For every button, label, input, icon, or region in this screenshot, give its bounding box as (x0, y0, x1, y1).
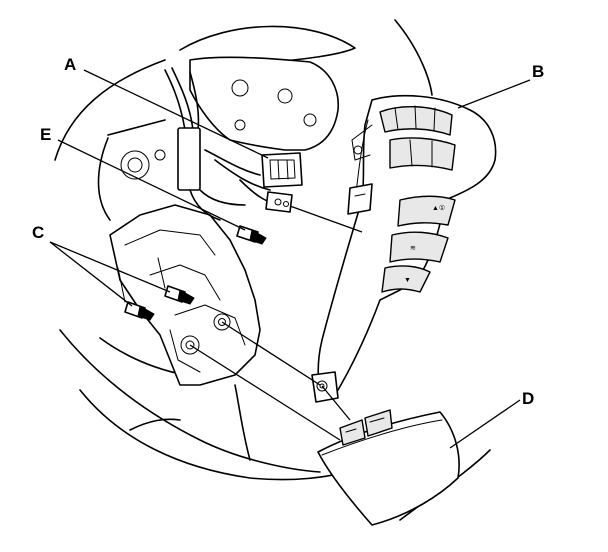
switch-symbol-down: ▼ (404, 277, 411, 284)
screw-e (236, 225, 267, 245)
screw-c-upper (157, 257, 195, 305)
connector-a (261, 152, 303, 188)
switch-symbol-up: ▲① (432, 204, 445, 212)
connector-e (265, 191, 293, 213)
steering-wheel-outline (54, 19, 491, 521)
switch-symbol-mid: ≋ (410, 245, 416, 252)
callout-d: D (522, 389, 534, 408)
steering-switch-b: ▲① ≋ ▼ (311, 94, 497, 403)
steering-hub (109, 56, 340, 386)
leader-lines (49, 69, 531, 449)
switch-cover-d (317, 409, 460, 526)
callout-b: B (532, 62, 544, 81)
screw-c-lower (117, 267, 155, 321)
callout-c: C (32, 223, 44, 242)
callout-a: A (64, 55, 76, 74)
callout-e: E (40, 125, 51, 144)
